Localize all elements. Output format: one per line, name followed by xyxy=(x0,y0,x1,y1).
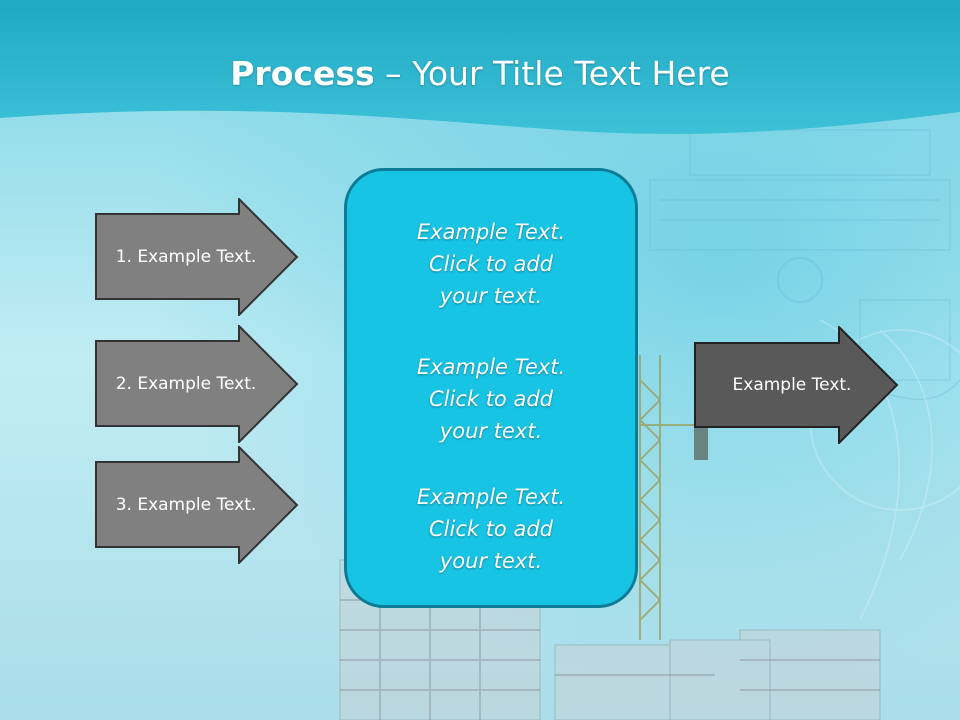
center-text-block-2[interactable]: Example Text. Click to add your text. xyxy=(347,351,635,447)
arrow-shape xyxy=(694,326,899,444)
slide-title: Process – Your Title Text Here xyxy=(0,52,960,96)
arrow-shape xyxy=(95,446,299,564)
center-text-line: your text. xyxy=(439,284,543,308)
center-text-box[interactable]: Example Text. Click to add your text. Ex… xyxy=(344,168,638,608)
arrow-label: Example Text. xyxy=(732,375,852,395)
center-text-line: Click to add xyxy=(428,517,553,541)
center-text-line: Click to add xyxy=(428,252,553,276)
center-text-line: Example Text. xyxy=(416,220,566,244)
center-text-line: your text. xyxy=(439,549,543,573)
arrow-shape xyxy=(95,198,299,316)
left-arrow-3[interactable]: 3. Example Text. xyxy=(95,446,300,564)
center-text-line: Example Text. xyxy=(416,355,566,379)
center-text-block-1[interactable]: Example Text. Click to add your text. xyxy=(347,216,635,312)
title-rest: – Your Title Text Here xyxy=(374,54,730,93)
center-text-block-3[interactable]: Example Text. Click to add your text. xyxy=(347,481,635,577)
arrow-label: 2. Example Text. xyxy=(115,374,257,394)
arrow-label: 1. Example Text. xyxy=(115,247,257,267)
center-text-line: your text. xyxy=(439,419,543,443)
center-text-line: Example Text. xyxy=(416,485,566,509)
right-arrow[interactable]: Example Text. xyxy=(694,326,899,444)
arrow-shape xyxy=(95,325,299,443)
left-arrow-2[interactable]: 2. Example Text. xyxy=(95,325,300,443)
title-bold-part: Process xyxy=(230,54,375,93)
left-arrow-1[interactable]: 1. Example Text. xyxy=(95,198,300,316)
arrow-label: 3. Example Text. xyxy=(115,495,257,515)
center-text-line: Click to add xyxy=(428,387,553,411)
